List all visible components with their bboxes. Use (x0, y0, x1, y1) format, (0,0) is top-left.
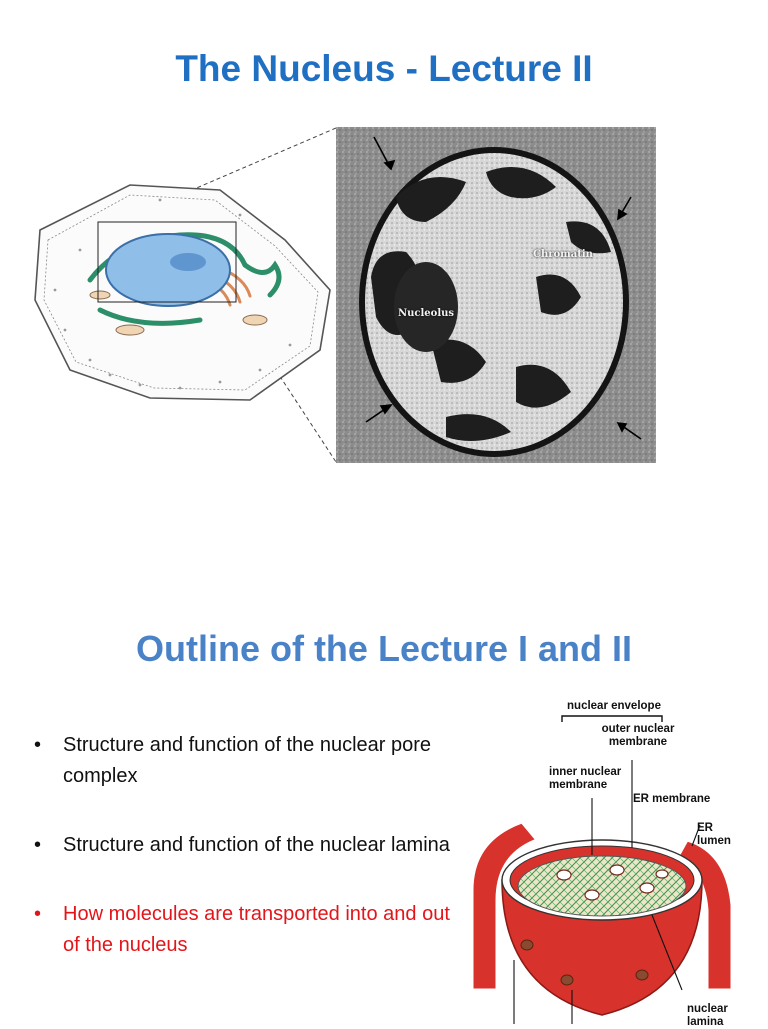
bullet-item-highlighted: • How molecules are transported into and… (30, 899, 460, 961)
chromatin-label: Chromatin (533, 249, 593, 260)
slide-gap (0, 535, 768, 565)
slide-1-title: The Nucleus - Lecture II (175, 48, 593, 89)
slide-2-title: Outline of the Lecture I and II (135, 628, 633, 669)
bullet-text: How molecules are transported into and o… (63, 903, 450, 956)
bullet-text: Structure and function of the nuclear po… (63, 734, 432, 787)
er-membrane-label: ER membrane (633, 793, 711, 805)
nucleolus-label: Nucleolus (398, 308, 455, 319)
nuclear-envelope-label: nuclear envelope (567, 700, 661, 712)
slide-2: Outline of the Lecture I and II • Struct… (0, 580, 768, 1028)
nuclear-envelope-diagram (470, 715, 734, 1024)
cell-illustration (34, 184, 331, 401)
nuclear-lamina-label: nuclear lamina (687, 1003, 728, 1028)
bullet-text: Structure and function of the nuclear la… (63, 834, 450, 856)
slide-1: The Nucleus - Lecture II (34, 48, 656, 463)
bullet-marker: • (34, 903, 42, 925)
nucleus-micrograph (336, 127, 656, 463)
bullet-item: • Structure and function of the nuclear … (30, 730, 460, 792)
outline-bullet-list: • Structure and function of the nuclear … (30, 730, 460, 999)
er-lumen-label: ER lumen (697, 822, 731, 847)
inner-membrane-label: inner nuclear membrane (549, 766, 622, 791)
outer-membrane-label: outer nuclear membrane (601, 723, 675, 748)
bullet-item: • Structure and function of the nuclear … (30, 830, 460, 861)
bullet-marker: • (34, 734, 42, 756)
bullet-marker: • (34, 834, 42, 856)
